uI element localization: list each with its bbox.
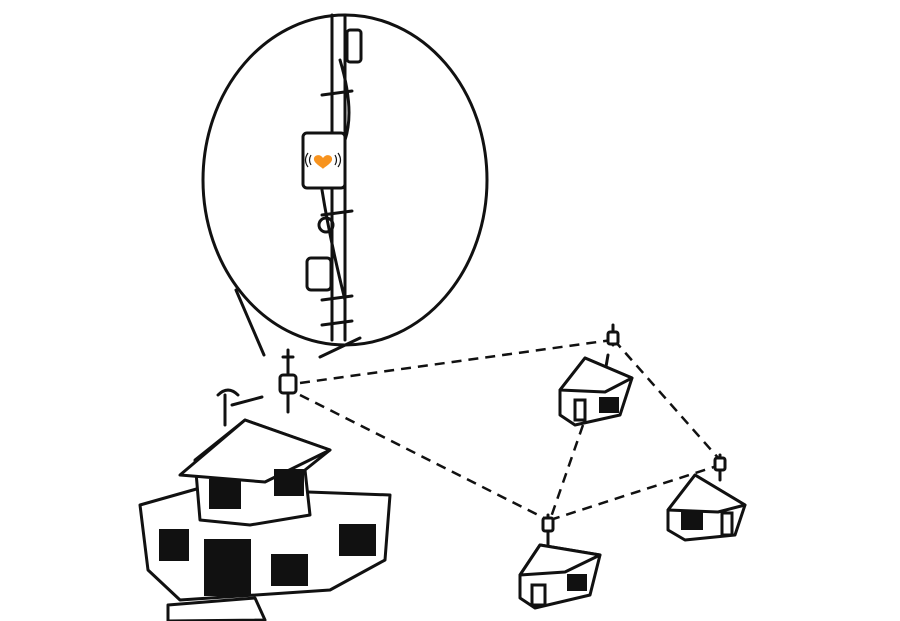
- wireless-heart-icon: [304, 152, 342, 169]
- zoom-callout: [201, 13, 489, 359]
- house-node-3: [518, 513, 602, 610]
- house-node-2: [666, 453, 747, 542]
- main-antenna: [278, 373, 298, 395]
- main-building: [138, 348, 392, 621]
- small-device-box: [305, 256, 333, 292]
- mesh-links: [299, 338, 721, 522]
- small-radio-box: [345, 28, 363, 64]
- house-node-1: [558, 323, 634, 427]
